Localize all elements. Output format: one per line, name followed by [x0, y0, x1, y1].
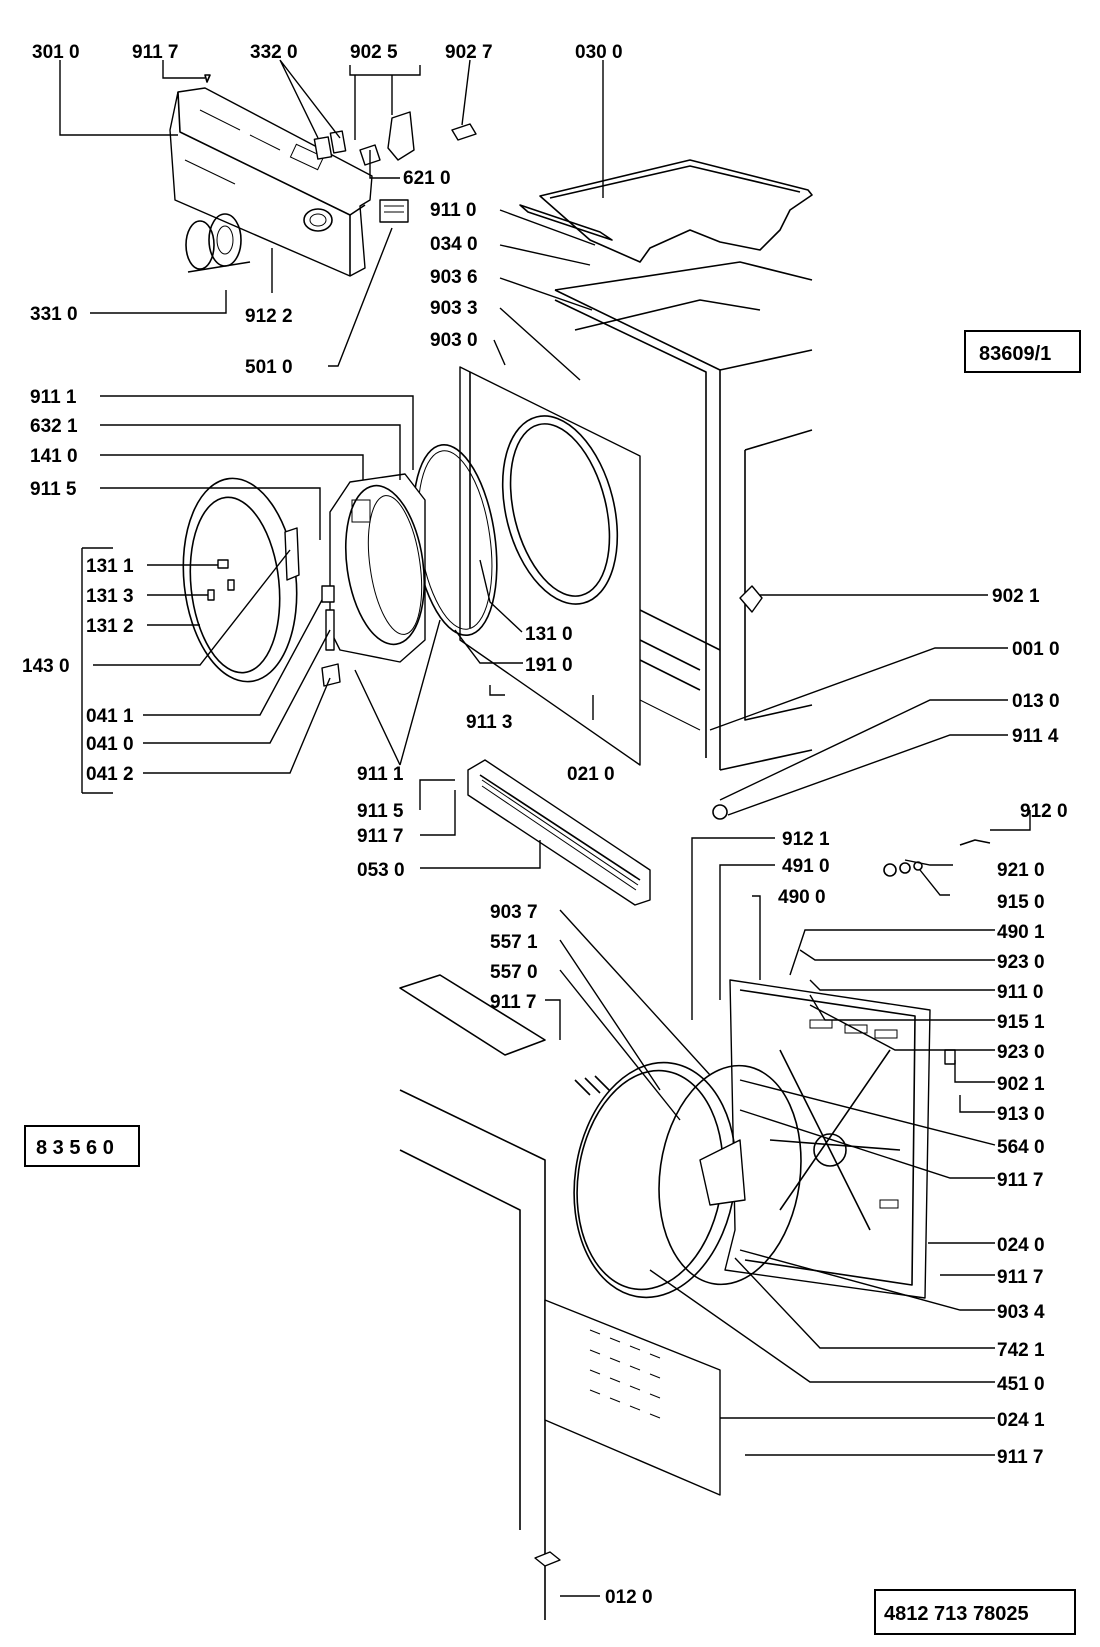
label-921-0: 921 0 [997, 860, 1045, 881]
label-911-7: 911 7 [132, 42, 179, 63]
label-915-1: 915 1 [997, 1012, 1045, 1033]
label-041-0: 041 0 [86, 734, 134, 755]
label-911-7-rear: 911 7 [997, 1170, 1044, 1191]
label-034-0: 034 0 [430, 234, 478, 255]
label-001-0: 001 0 [1012, 639, 1060, 660]
label-923-0-lower: 923 0 [997, 1042, 1045, 1063]
knob-drawing [185, 213, 251, 273]
kick-plate-drawing [467, 759, 651, 906]
label-490-0: 490 0 [778, 887, 826, 908]
leader-lines [59, 59, 1031, 1597]
label-632-1: 632 1 [30, 416, 78, 437]
part-number: 4812 713 78025 [884, 1603, 1029, 1625]
label-021-0: 021 0 [567, 764, 615, 785]
label-911-4: 911 4 [1012, 726, 1059, 747]
label-912-0: 912 0 [1020, 801, 1068, 822]
label-024-1: 024 1 [997, 1410, 1045, 1431]
label-911-1-lower: 911 1 [357, 764, 404, 785]
label-912-1: 912 1 [782, 829, 830, 850]
label-041-2: 041 2 [86, 764, 134, 785]
label-012-0: 012 0 [605, 1587, 653, 1608]
label-041-1: 041 1 [86, 706, 134, 727]
label-501-0: 501 0 [245, 357, 293, 378]
label-332-0: 332 0 [250, 42, 298, 63]
label-911-3: 911 3 [466, 712, 513, 733]
label-912-2: 912 2 [245, 306, 293, 327]
model-box: 8 3 5 6 0 [24, 1125, 140, 1167]
label-902-1-rear: 902 1 [997, 1074, 1045, 1095]
label-301-0: 301 0 [32, 42, 80, 63]
label-915-0: 915 0 [997, 892, 1045, 913]
label-902-1: 902 1 [992, 586, 1040, 607]
label-621-0: 621 0 [403, 168, 451, 189]
label-451-0: 451 0 [997, 1374, 1045, 1395]
switches-drawing [313, 111, 477, 223]
part-labels: 301 0 911 7 332 0 902 5 902 7 030 0 621 … [22, 42, 1068, 1608]
label-911-7-bottom: 911 7 [997, 1447, 1044, 1468]
cabinet-frame-drawing [554, 261, 813, 771]
label-911-5: 911 5 [30, 479, 77, 500]
door-drawing [182, 477, 341, 687]
label-903-0: 903 0 [430, 330, 478, 351]
label-911-0-rear: 911 0 [997, 982, 1044, 1003]
control-panel-drawing [169, 87, 373, 277]
label-903-6: 903 6 [430, 267, 478, 288]
label-143-0: 143 0 [22, 656, 70, 677]
diagram-id: 83609/1 [979, 343, 1051, 365]
hardware-drawing [204, 74, 991, 1567]
label-564-0: 564 0 [997, 1137, 1045, 1158]
lower-rear-panel-drawing [544, 1299, 721, 1496]
label-911-0: 911 0 [430, 200, 477, 221]
label-911-7-rear-2: 911 7 [997, 1267, 1044, 1288]
label-131-3: 131 3 [86, 586, 134, 607]
front-shield-drawing [329, 473, 426, 663]
label-331-0: 331 0 [30, 304, 78, 325]
label-131-0: 131 0 [525, 624, 573, 645]
label-903-3: 903 3 [430, 298, 478, 319]
lower-cabinet-drawing [399, 974, 546, 1620]
label-911-1: 911 1 [30, 387, 77, 408]
label-557-1: 557 1 [490, 932, 538, 953]
label-742-1: 742 1 [997, 1340, 1045, 1361]
label-913-0: 913 0 [997, 1104, 1045, 1125]
label-911-7-kick: 911 7 [357, 826, 404, 847]
label-923-0: 923 0 [997, 952, 1045, 973]
label-024-0: 024 0 [997, 1235, 1045, 1256]
diagram-id-box: 83609/1 [964, 330, 1081, 373]
top-cover-drawing [519, 159, 813, 263]
heater-drawing [573, 1061, 802, 1299]
label-903-7: 903 7 [490, 902, 538, 923]
label-131-1: 131 1 [86, 556, 134, 577]
label-911-7-left: 911 7 [490, 992, 537, 1013]
label-902-5: 902 5 [350, 42, 398, 63]
label-490-1: 490 1 [997, 922, 1045, 943]
label-141-0: 141 0 [30, 446, 78, 467]
label-557-0: 557 0 [490, 962, 538, 983]
model-number: 8 3 5 6 0 [36, 1137, 114, 1159]
label-902-7: 902 7 [445, 42, 493, 63]
label-013-0: 013 0 [1012, 691, 1060, 712]
label-053-0: 053 0 [357, 860, 405, 881]
label-903-4: 903 4 [997, 1302, 1045, 1323]
label-911-5-lower: 911 5 [357, 801, 404, 822]
label-030-0: 030 0 [575, 42, 623, 63]
label-491-0: 491 0 [782, 856, 830, 877]
part-number-box: 4812 713 78025 [874, 1589, 1076, 1635]
front-panel-drawing [459, 366, 641, 766]
label-131-2: 131 2 [86, 616, 134, 637]
label-191-0: 191 0 [525, 655, 573, 676]
